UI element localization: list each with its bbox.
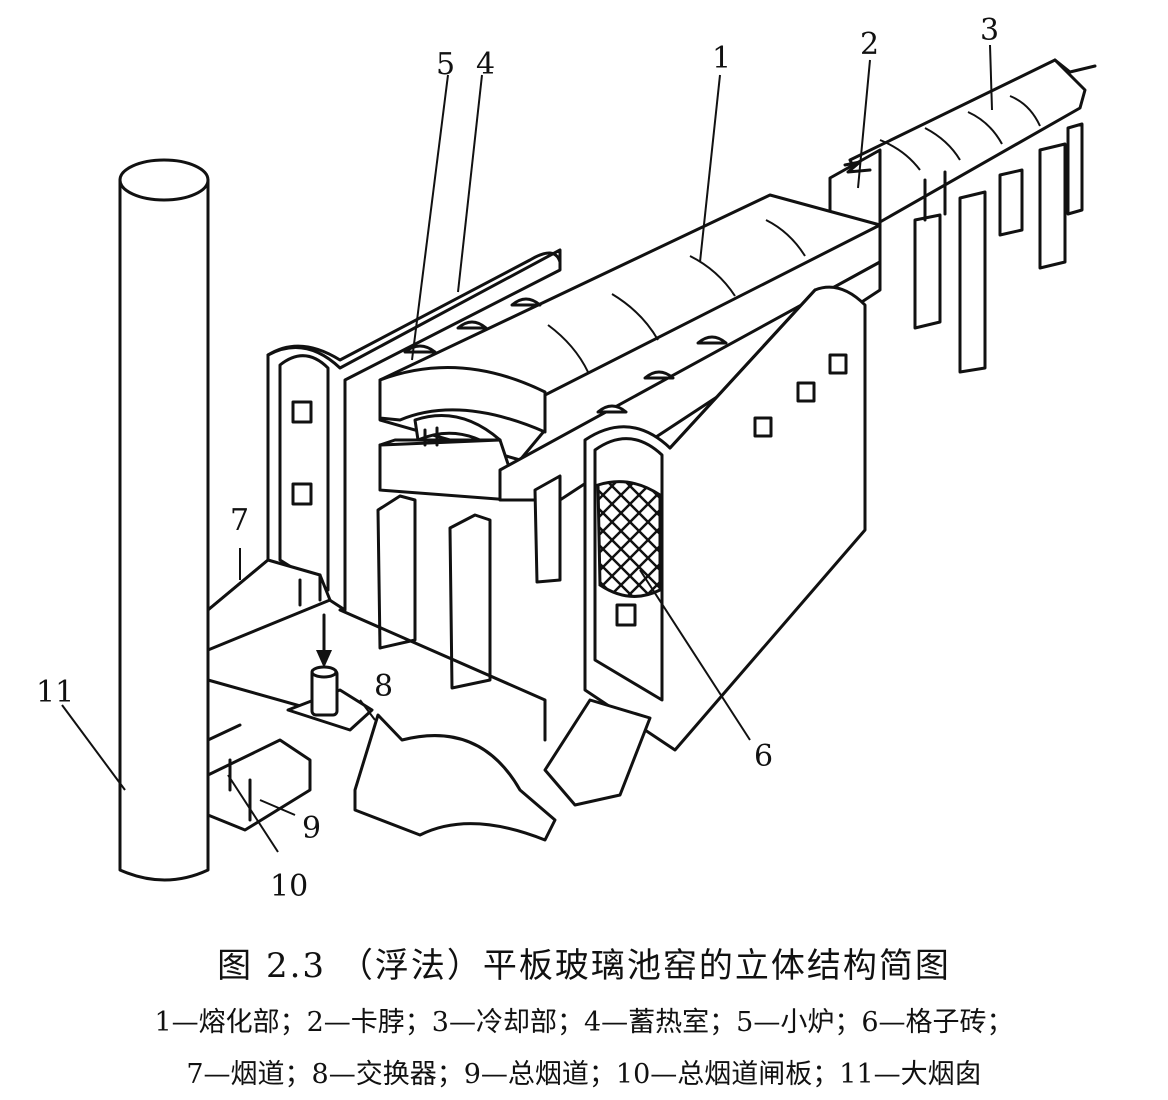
callout-7: 7 bbox=[230, 503, 249, 538]
figure-title: 图 2.3 （浮法）平板玻璃池窑的立体结构简图 bbox=[217, 946, 951, 986]
regenerator-left bbox=[266, 248, 562, 612]
figure-legend-line-1: 1—熔化部；2—卡脖；3—冷却部；4—蓄热室；5—小炉；6—格子砖； bbox=[154, 1007, 1014, 1038]
callout-5: 5 bbox=[436, 47, 455, 82]
leader-lines bbox=[61, 44, 993, 853]
callout-10: 10 bbox=[270, 869, 308, 904]
callout-1: 1 bbox=[712, 41, 731, 76]
callout-2: 2 bbox=[860, 27, 879, 62]
big-chimney bbox=[118, 158, 210, 882]
callout-8: 8 bbox=[374, 669, 393, 704]
callout-3: 3 bbox=[980, 13, 999, 48]
furnace-diagram: 1 2 3 4 5 6 7 8 9 10 11 bbox=[36, 13, 1097, 904]
regenerator-right bbox=[583, 285, 867, 752]
cooling-section bbox=[848, 58, 1097, 374]
callout-4: 4 bbox=[476, 47, 495, 82]
callout-labels: 1 2 3 4 5 6 7 8 9 10 11 bbox=[36, 13, 999, 904]
callout-11: 11 bbox=[36, 675, 74, 710]
support-pillars bbox=[376, 474, 562, 690]
figure-legend-line-2: 7—烟道；8—交换器；9—总烟道；10—总烟道闸板；11—大烟囱 bbox=[186, 1059, 982, 1090]
callout-6: 6 bbox=[754, 739, 773, 774]
callout-9: 9 bbox=[302, 811, 321, 846]
